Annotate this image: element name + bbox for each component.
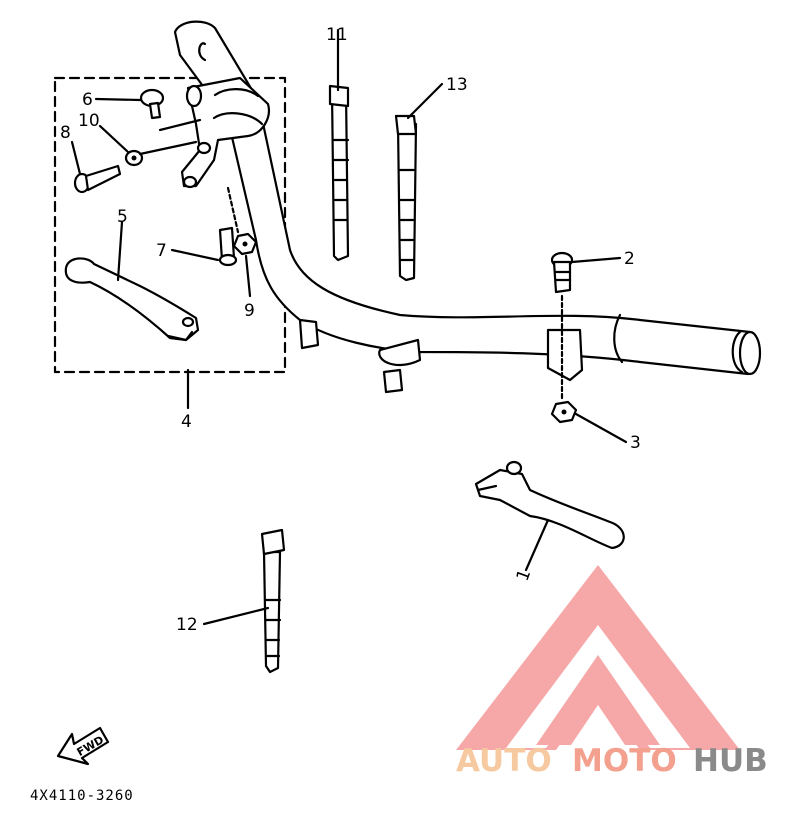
- callout-8: 8: [60, 123, 71, 143]
- handlebar: [173, 20, 762, 394]
- nut-9: [232, 232, 258, 256]
- callout-4: 4: [181, 412, 192, 432]
- callout-2: 2: [624, 249, 635, 269]
- lever-bracket: [180, 76, 270, 189]
- fwd-arrow: FWD: [56, 726, 110, 766]
- diagram-code: 4X4110-3260: [30, 788, 134, 804]
- watermark-auto: AUTO: [456, 743, 552, 779]
- callout-1: 1: [513, 567, 535, 584]
- callout-7: 7: [156, 241, 167, 261]
- callout-6: 6: [82, 90, 93, 110]
- leader-lines: [70, 28, 628, 626]
- callout-9: 9: [244, 301, 255, 321]
- bolt-8: [73, 164, 122, 194]
- watermark-moto: MOTO: [572, 743, 677, 779]
- bolt-7: [218, 226, 238, 267]
- callout-5: 5: [117, 207, 128, 227]
- callout-10: 10: [78, 111, 100, 131]
- callouts: 1 2 3 4 5 6 7 8 9 10 11 12 13: [60, 25, 641, 635]
- nut-10: [124, 149, 144, 167]
- screw-6: [139, 88, 165, 120]
- bolt-2: [550, 251, 574, 294]
- watermark-text: AUTO MOTO HUB: [456, 743, 768, 779]
- nut-3: [550, 400, 578, 424]
- lever-1: [474, 460, 625, 550]
- cable-tie-12: [260, 528, 286, 674]
- callout-11: 11: [326, 25, 348, 45]
- callout-12: 12: [176, 615, 198, 635]
- automotohub-logo: [456, 565, 740, 750]
- callout-13: 13: [446, 75, 468, 95]
- cable-tie-11: [328, 84, 350, 262]
- cable-tie-13: [394, 114, 418, 282]
- callout-3: 3: [630, 433, 641, 453]
- lever-5: [64, 257, 200, 342]
- watermark-hub: HUB: [693, 743, 768, 779]
